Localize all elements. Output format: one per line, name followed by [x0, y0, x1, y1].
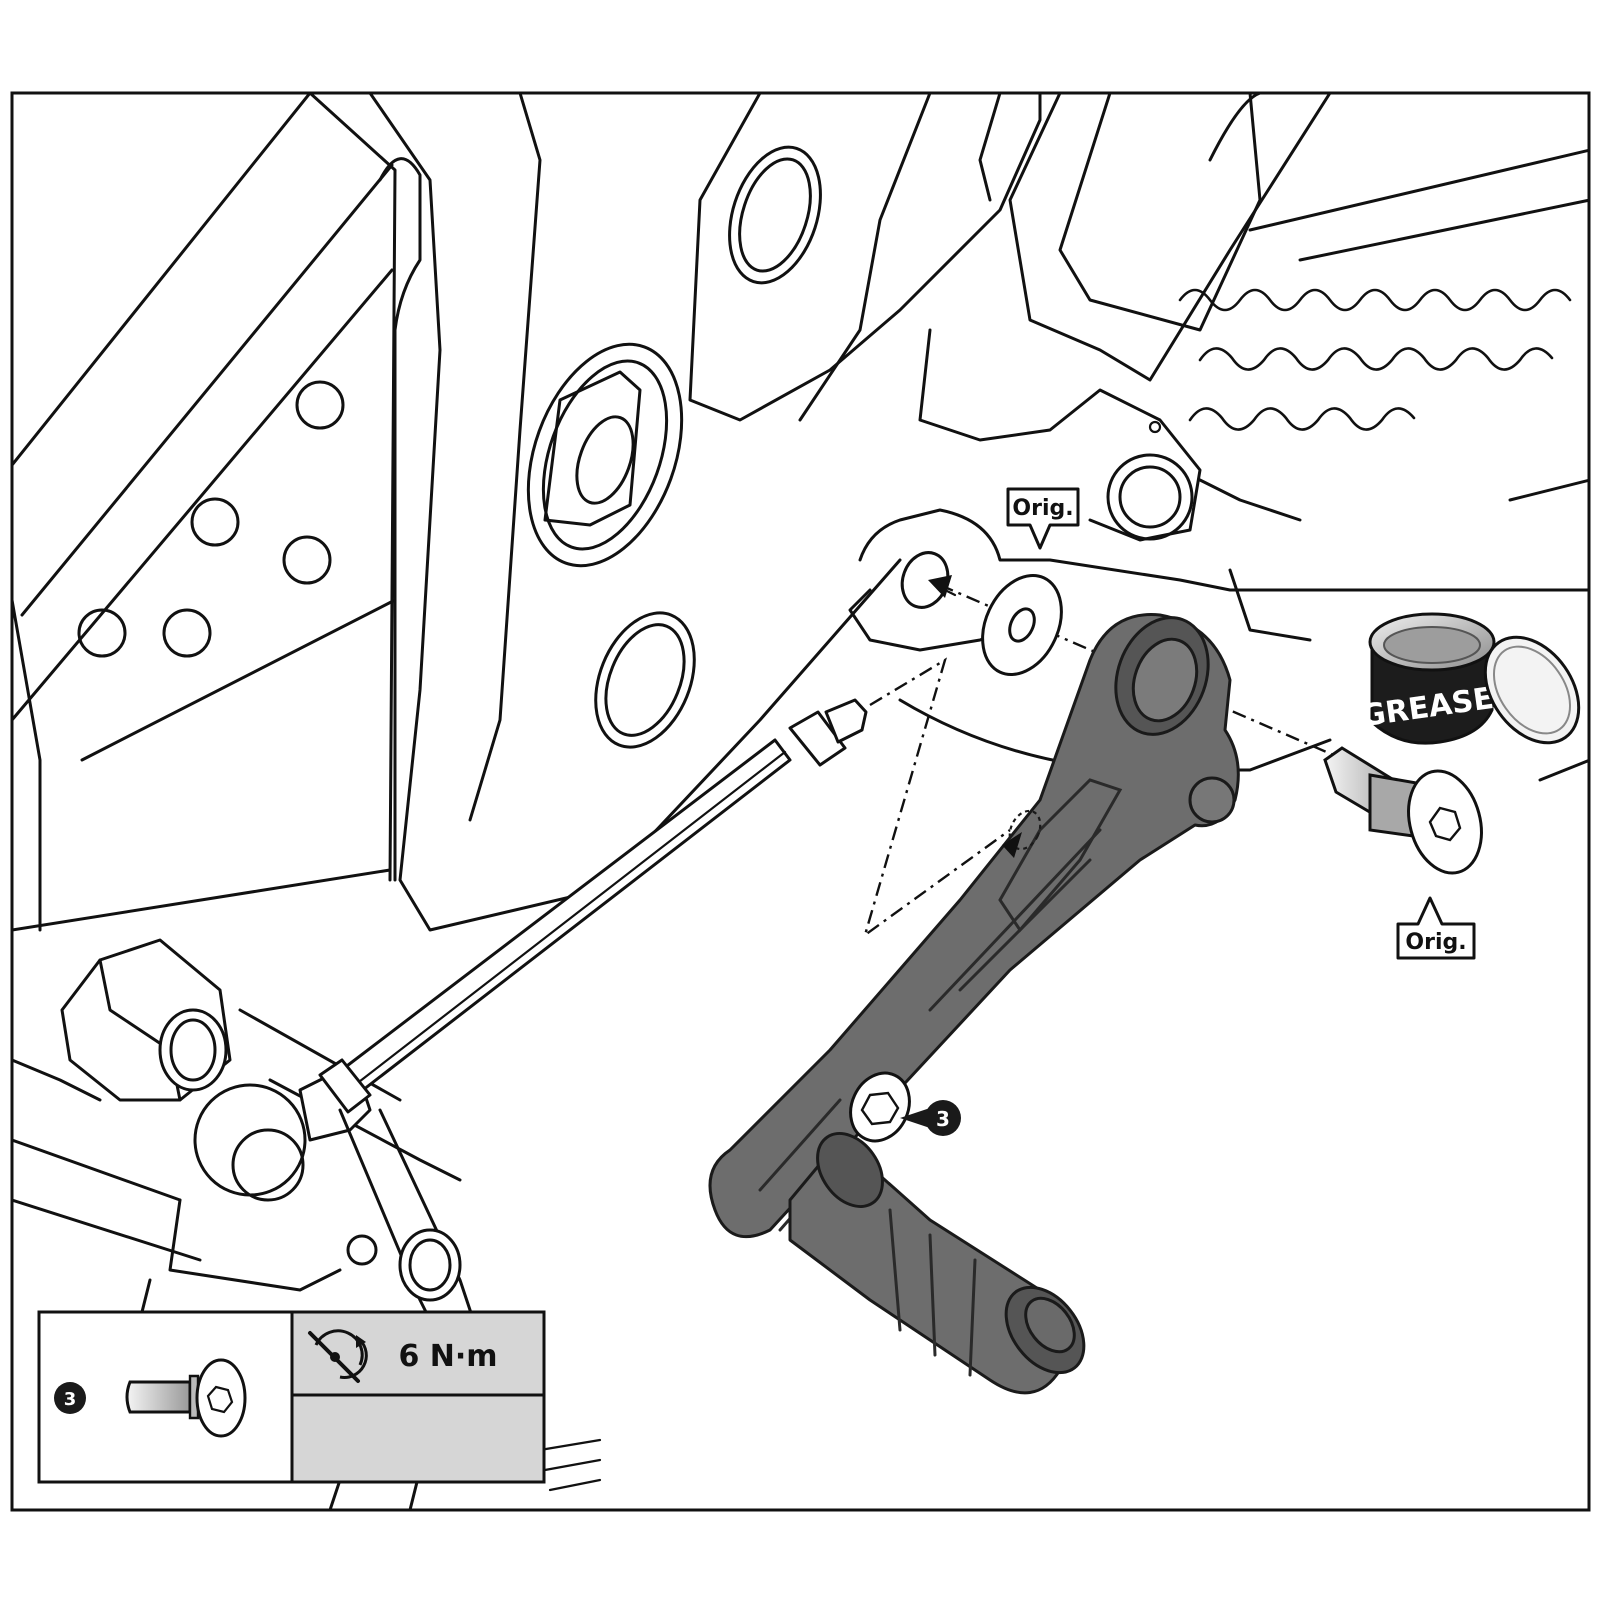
- step-3-number: 3: [936, 1107, 950, 1131]
- direction-arrow-top: [928, 575, 952, 598]
- shift-lever: [708, 613, 1240, 1395]
- washer: [981, 573, 1063, 677]
- legend-badge: [54, 1382, 86, 1414]
- torque-wrench-icon: [308, 1329, 368, 1383]
- step-3-badge: 3: [900, 1100, 961, 1136]
- flat-head-bolt-icon: [125, 1358, 247, 1438]
- diagram-frame: [10, 91, 1591, 1512]
- orig-callout-bottom: Orig.: [1396, 896, 1476, 960]
- parts-legend: 3 6 N·m: [37, 1310, 546, 1484]
- motorcycle-frame-background: [12, 93, 1589, 1510]
- torque-value: 6 N·m: [398, 1339, 497, 1374]
- orig-label-bottom: Orig.: [1405, 930, 1466, 955]
- grease-can-icon: GREASE: [1359, 612, 1581, 745]
- orig-callout-top: Orig.: [1006, 487, 1080, 550]
- orig-label-top: Orig.: [1012, 496, 1073, 521]
- shift-rod: [318, 698, 868, 1114]
- pivot-bolt: [1323, 746, 1483, 875]
- legend-item-number: 3: [64, 1389, 77, 1410]
